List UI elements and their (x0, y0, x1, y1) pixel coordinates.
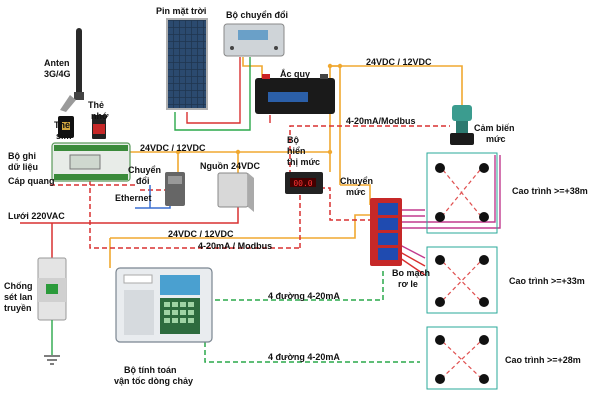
power-supply-icon (217, 172, 254, 212)
label-converter-2: đổi (136, 176, 150, 186)
relay-outputs (399, 155, 501, 276)
label-power-top: 24VDC / 12VDC (366, 57, 432, 67)
converter-device (165, 172, 185, 206)
label-ac-mains: Lưới 220VAC (8, 211, 65, 221)
label-data-logger-1: Bộ ghi (8, 151, 36, 161)
memory-card-icon (92, 115, 106, 139)
label-memory-card-2: nhớ (91, 111, 109, 121)
four-line-420ma (204, 270, 420, 363)
solar-wire (174, 57, 251, 131)
level-display-icon: 00.0 (285, 172, 323, 194)
ac-mains-220vac (20, 205, 239, 260)
label-level-33m: Cao trình >=+33m (509, 276, 585, 286)
charge-controller-icon (223, 23, 285, 57)
label-ethernet: Ethernet (115, 193, 152, 203)
junction-dots (175, 63, 343, 155)
sensor-group-38m (426, 152, 498, 234)
label-charge-controller: Bộ chuyển đổi (226, 10, 289, 20)
label-level-sensor-1: Cảm biến (474, 123, 515, 133)
label-surge-3: truyền (4, 303, 32, 313)
label-level-38m: Cao trình >=+38m (512, 186, 588, 196)
label-power-mid: 24VDC / 12VDC (140, 143, 206, 153)
label-fiber-optic: Cáp quang (8, 176, 55, 186)
surge-protector-icon (37, 257, 67, 365)
label-converter-1: Chuyển (128, 165, 162, 175)
flow-computer-icon (115, 267, 213, 343)
label-antenna-sub: 3G/4G (44, 69, 71, 79)
label-display-1: Bộ (287, 135, 299, 145)
label-level-switch-1: Chuyển (340, 176, 374, 186)
battery-wire (186, 57, 271, 124)
label-power-supply: Nguồn 24VDC (200, 161, 261, 171)
label-flow-computer-1: Bộ tính toán (124, 365, 177, 375)
label-level-switch-2: mức (346, 187, 366, 197)
label-sim-card-2: sim (56, 131, 72, 141)
sensor-group-33m (426, 246, 498, 314)
label-memory-card-1: Thẻ (88, 100, 105, 110)
label-surge-1: Chống (4, 281, 33, 291)
data-logger-device (51, 142, 131, 182)
label-flow-computer-2: vận tốc dòng chảy (114, 376, 194, 386)
label-data-logger-2: dữ liệu (8, 162, 39, 172)
label-relay-board-2: rơ le (398, 279, 418, 289)
label-display-2: hiển (287, 146, 306, 156)
sim-card-icon (58, 116, 74, 138)
label-solar-panel: Pin mặt trời (156, 6, 207, 16)
sensor-group-28m (426, 326, 498, 390)
battery-icon (255, 74, 335, 114)
solar-panel-icon (166, 18, 208, 110)
label-antenna: Anten (44, 58, 70, 68)
label-signal-top: 4-20mA/Modbus (346, 116, 416, 126)
label-surge-2: sét lan (4, 292, 33, 302)
level-sensor-icon (450, 105, 474, 145)
label-level-28m: Cao trình >=+28m (505, 355, 581, 365)
svg-text:00.0: 00.0 (293, 179, 312, 188)
label-sim-card-1: Thẻ (54, 120, 71, 130)
label-signal-low: 4-20mA / Modbus (198, 241, 273, 251)
label-battery: Ắc quy (280, 69, 311, 79)
signal-420ma-modbus (50, 125, 450, 249)
antenna-icon (60, 28, 84, 112)
relay-board-icon (370, 198, 402, 266)
label-four-lines-1: 4 đường 4-20mA (268, 291, 340, 301)
label-display-3: thị mức (287, 157, 321, 167)
label-relay-board-1: Bo mạch (392, 268, 431, 278)
label-level-sensor-2: mức (486, 134, 506, 144)
label-power-low: 24VDC / 12VDC (168, 229, 234, 239)
label-four-lines-2: 4 đường 4-20mA (268, 352, 340, 362)
